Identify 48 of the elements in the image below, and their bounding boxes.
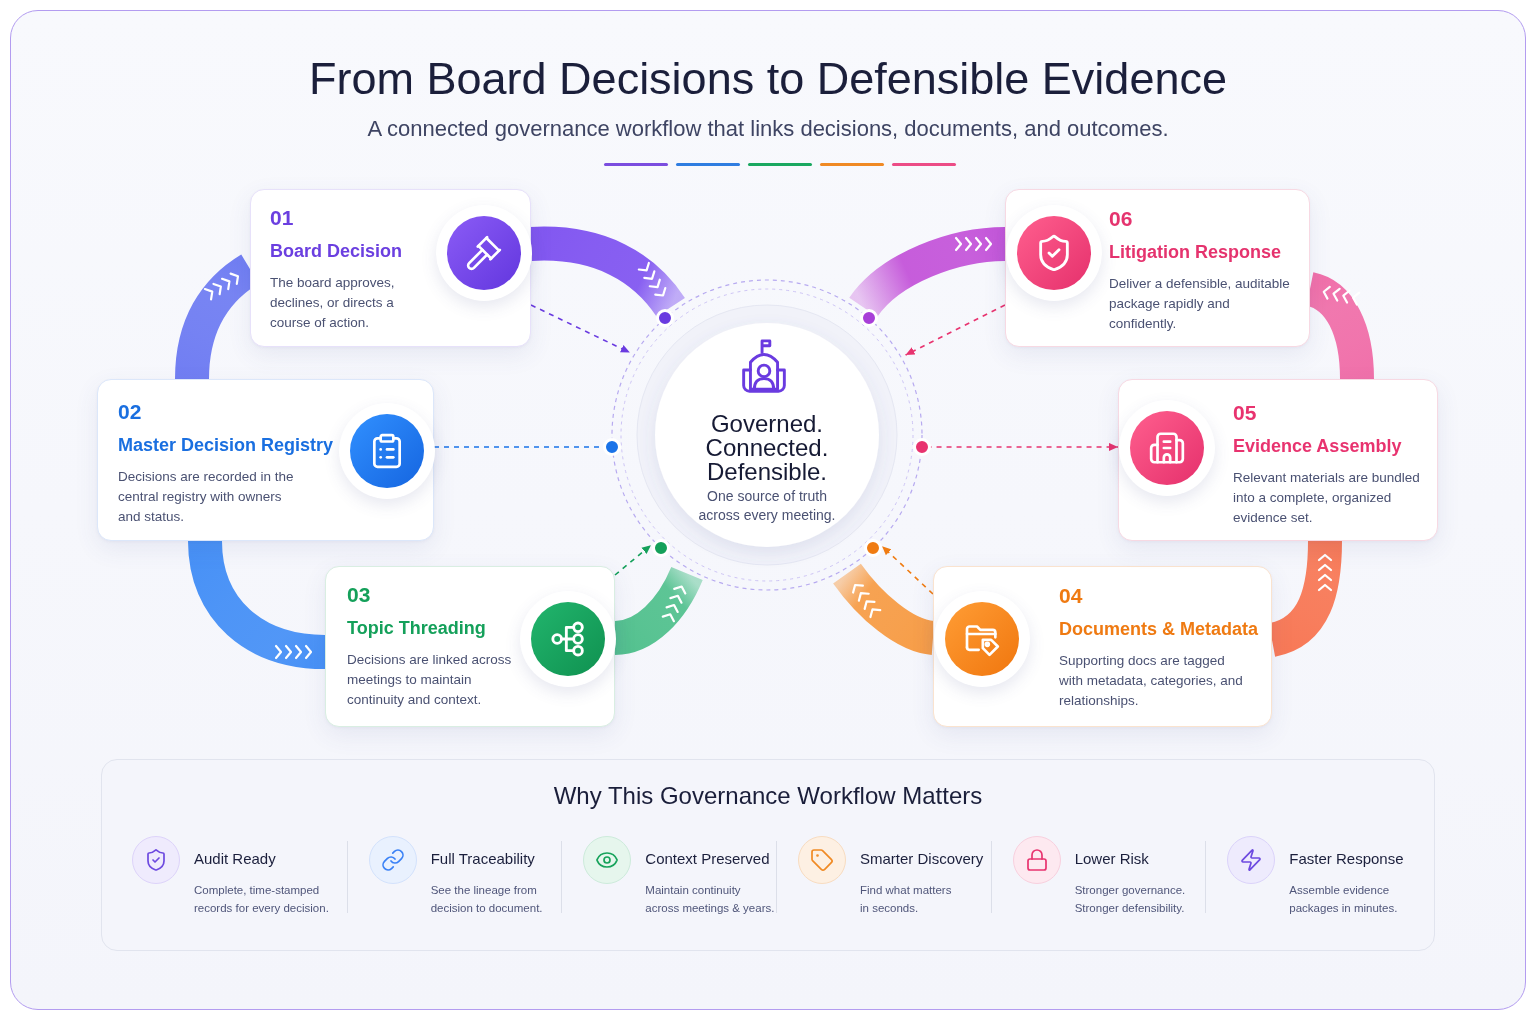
page-title: From Board Decisions to Defensible Evidence <box>309 52 1227 106</box>
step-number: 01 <box>270 205 294 231</box>
benefit-description: Stronger governance. Stronger defensibility. <box>1074 883 1187 916</box>
step-title: Board Decision <box>270 240 403 263</box>
benefit-description: Assemble evidence packages in minutes. <box>1289 883 1399 916</box>
step-description: Relevant materials are bundled into a complete, organized evidence set. <box>1233 469 1421 527</box>
step-number: 02 <box>118 399 142 425</box>
dashed-arrow <box>881 545 934 595</box>
step-number: 05 <box>1233 400 1257 426</box>
step-card <box>1005 189 1310 347</box>
page-subtitle: A connected governance workflow that links decisions, documents, and outcomes. <box>367 115 1169 143</box>
benefit-title: Audit Ready <box>194 850 276 868</box>
benefit-title: Smarter Discovery <box>860 850 984 868</box>
dashed-arrow <box>904 304 1006 356</box>
benefit-title: Context Preserved <box>645 850 770 868</box>
hub-caption: One source of truth across every meeting. <box>697 487 837 525</box>
step-description: The board approves, declines, or directs a course of action. <box>270 274 396 332</box>
benefit-description: Complete, time-stamped records for every decision. <box>194 883 330 916</box>
benefit-title: Faster Response <box>1289 850 1404 868</box>
step-title: Documents & Metadata <box>1059 618 1259 641</box>
step-number: 06 <box>1109 206 1133 232</box>
step-description: Decisions are recorded in the central registry with owners and status. <box>118 468 295 526</box>
benefit-title: Full Traceability <box>430 850 535 868</box>
step-title: Evidence Assembly <box>1233 435 1402 458</box>
step-title: Topic Threading <box>347 617 486 640</box>
dashed-arrow <box>614 544 652 576</box>
step-description: Deliver a defensible, auditable package rapidly and confidently. <box>1109 275 1291 333</box>
benefits-panel <box>101 759 1435 951</box>
benefit-description: Maintain continuity across meetings & years. <box>645 883 776 916</box>
step-card <box>933 566 1272 727</box>
step-card <box>1118 379 1438 541</box>
step-number: 04 <box>1059 583 1083 609</box>
dashed-arrow <box>530 304 631 354</box>
step-number: 03 <box>347 582 371 608</box>
panel-heading: Why This Governance Workflow Matters <box>553 782 983 810</box>
step-description: Supporting docs are tagged with metadata, categories, and relationships. <box>1059 652 1244 710</box>
benefit-title: Lower Risk <box>1074 850 1149 868</box>
flow-band <box>613 566 703 655</box>
flow-band <box>188 539 326 669</box>
step-card <box>97 379 434 541</box>
step-title: Litigation Response <box>1109 241 1281 264</box>
benefit-description: Find what matters in seconds. <box>860 883 953 916</box>
step-card <box>250 189 531 347</box>
step-description: Decisions are linked across meetings to maintain continuity and context. <box>347 651 513 709</box>
step-card <box>325 566 615 727</box>
step-title: Master Decision Registry <box>118 434 334 457</box>
benefit-description: See the lineage from decision to document. <box>430 883 544 916</box>
hub-heading: Governed. Connected. Defensible. <box>704 412 830 484</box>
